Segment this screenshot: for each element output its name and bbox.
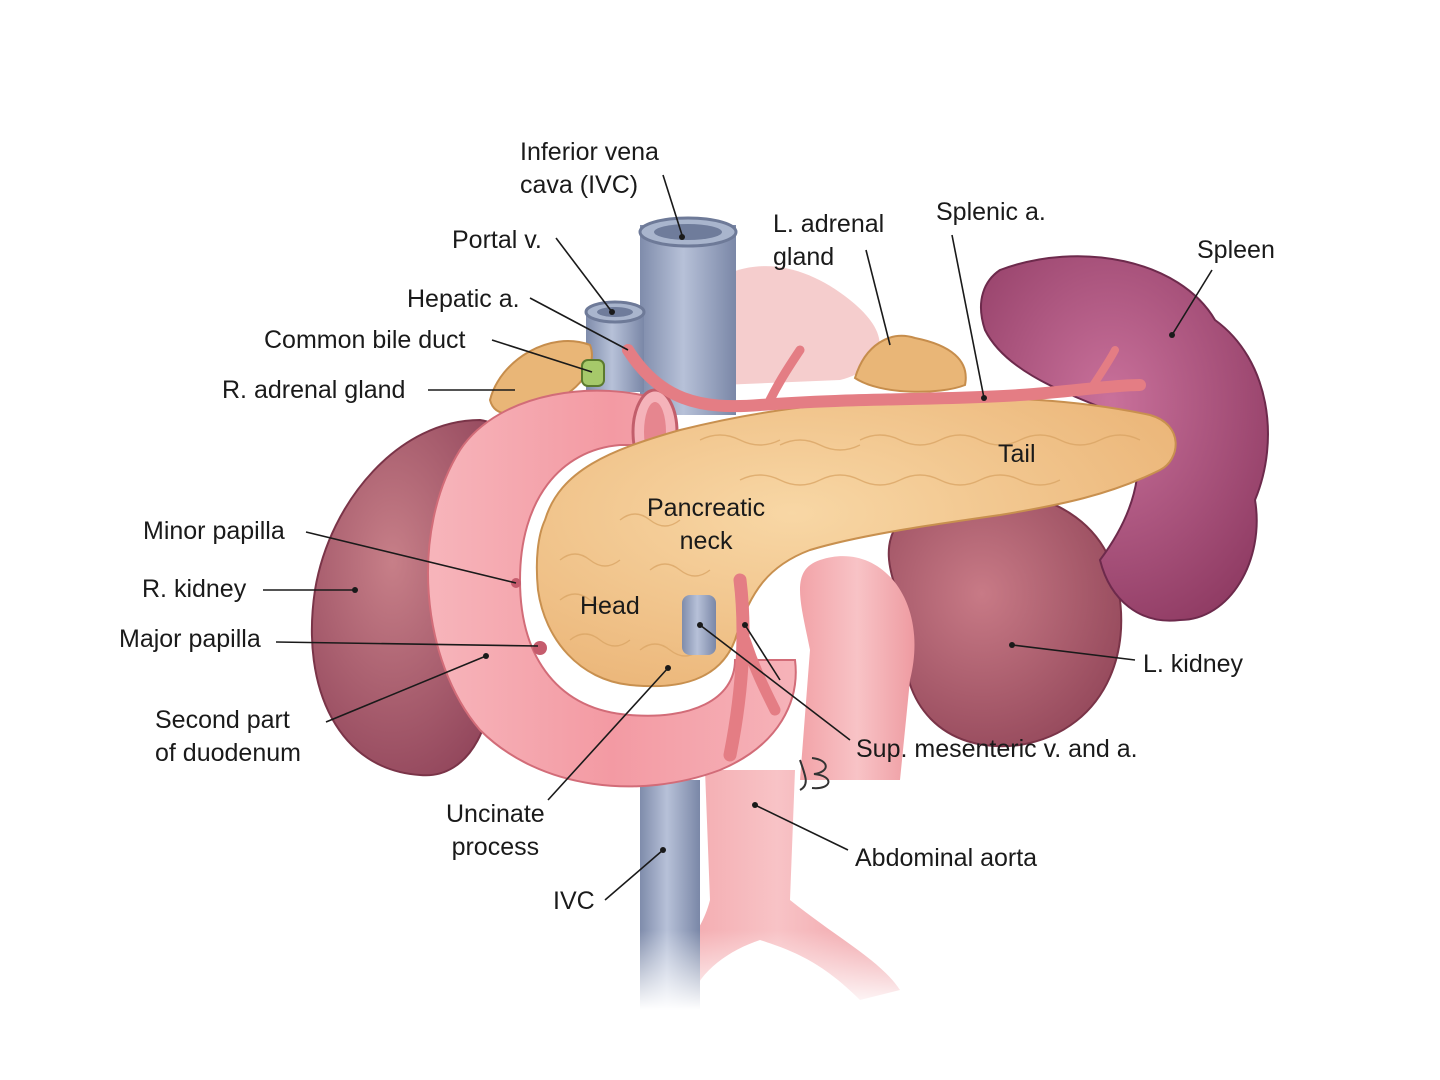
label-sup-mesenteric: Sup. mesenteric v. and a. <box>856 735 1138 763</box>
label-l-adrenal-gland: L. adrenal gland <box>773 210 885 271</box>
l-kidney-shape <box>887 491 1123 748</box>
label-head: Head <box>580 592 640 620</box>
label-second-part-duodenum: Second part of duodenum <box>155 706 301 767</box>
label-splenic-artery: Splenic a. <box>936 198 1046 226</box>
background-tissue <box>690 266 880 385</box>
label-l-kidney: L. kidney <box>1143 650 1244 678</box>
label-abdominal-aorta: Abdominal aorta <box>855 844 1038 872</box>
bile-duct-shape <box>581 359 605 387</box>
label-ivc-bottom: IVC <box>553 887 595 915</box>
label-dots <box>352 234 1175 853</box>
label-major-papilla: Major papilla <box>119 625 261 653</box>
label-portal-vein: Portal v. <box>452 226 542 254</box>
pancreas-lobules <box>559 434 1141 657</box>
label-inferior-vena-cava: Inferior vena cava (IVC) <box>520 138 659 199</box>
splenic-artery-shape <box>622 344 1146 413</box>
label-uncinate-process: Uncinate process <box>446 800 545 861</box>
l-adrenal-shape <box>853 334 967 393</box>
label-common-bile-duct: Common bile duct <box>264 326 466 354</box>
artist-signature <box>799 757 830 791</box>
label-r-adrenal-gland: R. adrenal gland <box>222 376 406 404</box>
label-tail: Tail <box>998 440 1036 468</box>
spleen-shape <box>980 255 1269 622</box>
label-minor-papilla: Minor papilla <box>143 517 285 545</box>
leader-lines <box>263 174 1213 901</box>
label-r-kidney: R. kidney <box>142 575 247 603</box>
label-spleen: Spleen <box>1197 236 1275 264</box>
label-hepatic-artery: Hepatic a. <box>407 285 520 313</box>
duodenum-shape <box>427 389 797 788</box>
major-papilla-mark <box>533 641 547 655</box>
sma-shape <box>723 573 750 762</box>
label-pancreatic-neck: Pancreatic neck <box>647 494 766 555</box>
